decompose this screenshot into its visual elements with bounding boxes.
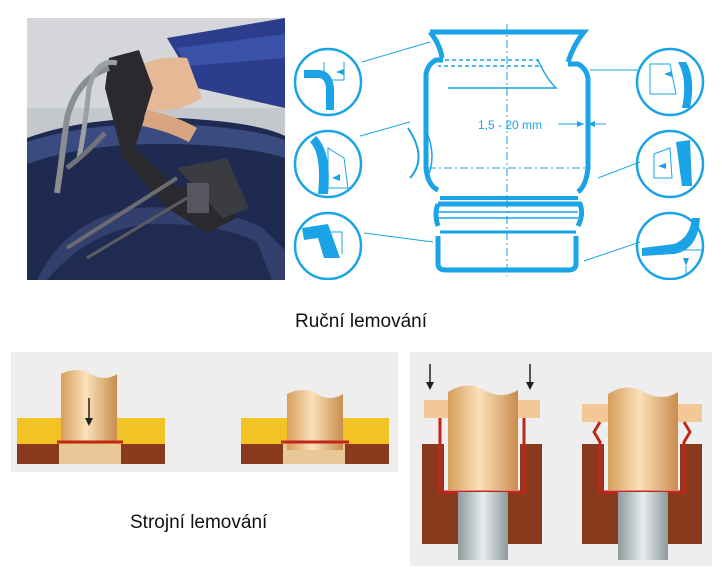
manual-flanging-caption: Ruční lemování	[294, 311, 427, 332]
machine-flanging-stages-left	[11, 352, 398, 472]
machine-flanging-caption: Strojní lemování	[130, 512, 268, 533]
drum-flange-drawing: 1,5 - 20 mm	[288, 18, 722, 280]
dimension-label: 1,5 - 20 mm	[478, 118, 542, 132]
machine-flanging-die-right	[410, 352, 712, 566]
hand-flanging-photo	[27, 18, 285, 280]
